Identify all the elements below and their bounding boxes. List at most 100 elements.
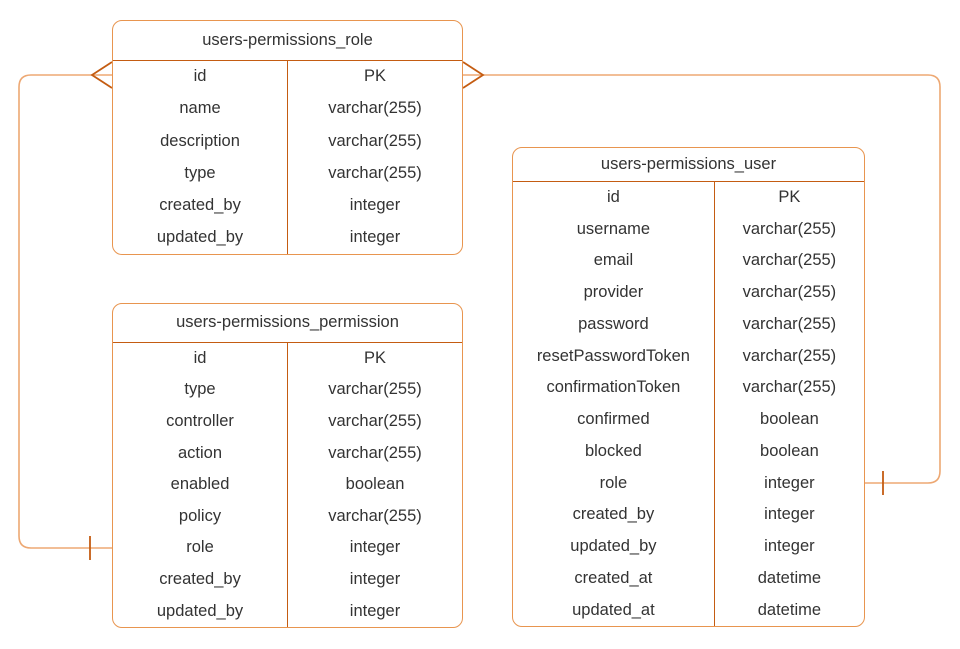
field-name-cell: updated_by	[113, 595, 289, 627]
field-type-cell: PK	[364, 348, 387, 367]
field-row: policy varchar(255)	[113, 500, 462, 533]
field-type-cell: integer	[349, 196, 401, 215]
field-row: confirmed boolean	[513, 403, 864, 436]
field-type-cell: varchar(255)	[328, 380, 422, 399]
field-type-cell: integer	[349, 228, 401, 247]
field-row: id PK	[513, 181, 864, 214]
field-name-cell: created_by	[113, 189, 289, 222]
field-type-cell: boolean	[345, 475, 405, 494]
entity-field-list: id PK type varchar(255) controller varchar(25…	[113, 342, 462, 628]
field-name-cell: type	[113, 157, 289, 190]
field-type-cell: boolean	[760, 410, 819, 429]
field-type-cell: PK	[778, 187, 801, 206]
field-type-cell: varchar(255)	[328, 506, 422, 525]
field-row: created_by integer	[513, 499, 864, 531]
field-name-cell: resetPasswordToken	[513, 340, 715, 372]
entity-field-list: id PK name varchar(255) description varchar(2…	[113, 60, 462, 254]
field-type-cell: integer	[764, 537, 815, 556]
field-row: resetPasswordToken varchar(255)	[513, 340, 864, 372]
field-type-cell: integer	[764, 505, 815, 524]
field-type-cell: PK	[364, 67, 387, 86]
entity-users-permissions-role: users-permissions_role id PK name varchar(2…	[112, 20, 463, 255]
relationship-role-permission	[18, 61, 113, 560]
field-row: enabled boolean	[113, 468, 462, 501]
field-name-cell: role	[513, 467, 715, 499]
field-name-cell: controller	[113, 405, 289, 438]
field-name-cell: username	[513, 213, 715, 245]
field-name-cell: id	[113, 342, 289, 375]
field-row: role integer	[513, 467, 864, 499]
field-row: type varchar(255)	[113, 374, 462, 406]
field-type-cell: varchar(255)	[328, 163, 422, 182]
field-name-cell: provider	[513, 276, 715, 309]
field-type-cell: datetime	[757, 600, 822, 619]
field-type-cell: varchar(255)	[742, 378, 837, 397]
field-name-cell: confirmationToken	[513, 372, 715, 404]
field-name-cell: password	[513, 308, 715, 341]
entity-users-permissions-permission: users-permissions_permission id PK type var…	[112, 303, 463, 628]
field-name-cell: blocked	[513, 435, 715, 468]
field-type-cell: varchar(255)	[742, 314, 837, 333]
field-name-cell: id	[113, 60, 289, 93]
field-name-cell: action	[113, 437, 289, 469]
entity-title: users-permissions_permission	[113, 304, 462, 343]
field-type-cell: varchar(255)	[742, 219, 837, 238]
field-row: name varchar(255)	[113, 92, 462, 125]
field-type-cell: integer	[764, 473, 815, 492]
field-row: id PK	[113, 342, 462, 375]
field-row: controller varchar(255)	[113, 405, 462, 438]
field-name-cell: policy	[113, 500, 289, 533]
field-row: password varchar(255)	[513, 308, 864, 341]
field-row: updated_at datetime	[513, 594, 864, 626]
field-name-cell: updated_at	[513, 594, 715, 626]
field-type-cell: varchar(255)	[742, 346, 837, 365]
field-row: created_by integer	[113, 563, 462, 596]
field-name-cell: enabled	[113, 468, 289, 501]
field-row: username varchar(255)	[513, 213, 864, 245]
field-type-cell: datetime	[757, 568, 822, 587]
field-row: email varchar(255)	[513, 245, 864, 277]
crows-foot-many-icon	[90, 61, 113, 89]
field-name-cell: updated_by	[513, 530, 715, 563]
field-type-cell: integer	[349, 538, 401, 557]
field-name-cell: id	[513, 181, 715, 214]
field-name-cell: role	[113, 532, 289, 564]
field-type-cell: integer	[349, 601, 401, 620]
field-name-cell: created_by	[113, 563, 289, 596]
field-type-cell: varchar(255)	[328, 443, 422, 462]
field-type-cell: varchar(255)	[742, 251, 837, 270]
entity-title: users-permissions_user	[513, 148, 864, 182]
field-row: created_at datetime	[513, 562, 864, 595]
field-row: created_by integer	[113, 189, 462, 222]
field-name-cell: confirmed	[513, 403, 715, 436]
relationship-line	[18, 74, 112, 549]
field-row: updated_by integer	[113, 221, 462, 254]
entity-users-permissions-user: users-permissions_user id PK username varch…	[512, 147, 865, 627]
field-row: updated_by integer	[513, 530, 864, 563]
field-name-cell: description	[113, 125, 289, 158]
field-row: action varchar(255)	[113, 437, 462, 469]
entity-field-list: id PK username varchar(255) email varchar(255…	[513, 181, 864, 626]
field-row: role integer	[113, 532, 462, 564]
field-row: type varchar(255)	[113, 157, 462, 190]
field-name-cell: name	[113, 92, 289, 125]
field-type-cell: integer	[349, 570, 401, 589]
field-row: blocked boolean	[513, 435, 864, 468]
field-row: id PK	[113, 60, 462, 93]
field-name-cell: email	[513, 245, 715, 277]
crows-foot-many-icon	[462, 61, 485, 89]
field-type-cell: varchar(255)	[328, 131, 422, 150]
entity-title: users-permissions_role	[113, 21, 462, 61]
field-type-cell: varchar(255)	[328, 412, 422, 431]
field-name-cell: created_at	[513, 562, 715, 595]
field-name-cell: created_by	[513, 499, 715, 531]
field-type-cell: varchar(255)	[328, 99, 422, 118]
field-name-cell: type	[113, 374, 289, 406]
field-row: confirmationToken varchar(255)	[513, 372, 864, 404]
field-type-cell: boolean	[760, 441, 819, 460]
field-row: updated_by integer	[113, 595, 462, 627]
field-row: description varchar(255)	[113, 125, 462, 158]
field-name-cell: updated_by	[113, 221, 289, 254]
